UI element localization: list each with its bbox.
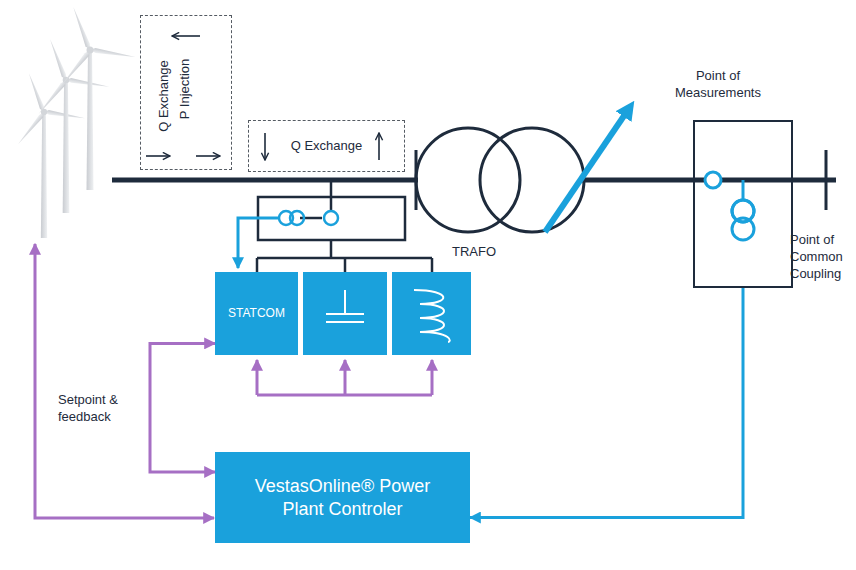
measurement-signal xyxy=(238,218,280,268)
control-signals xyxy=(256,360,259,395)
node-text: Q Exchange xyxy=(156,60,172,132)
signal-connector xyxy=(470,288,743,518)
compensation-units xyxy=(303,272,471,355)
capacitor-symbol xyxy=(326,321,364,323)
node-text: STATCOM xyxy=(228,306,285,321)
transformer-label: TRAFO xyxy=(452,244,522,261)
transformer-symbol xyxy=(416,128,520,232)
compensation-units xyxy=(303,272,387,355)
flow-arrows xyxy=(196,155,220,157)
current-transformer-box xyxy=(258,197,405,240)
coupling-label: Point of Common Coupling xyxy=(790,232,852,283)
capacitor-symbol xyxy=(326,313,364,315)
control-signals xyxy=(344,360,347,395)
flow-arrows xyxy=(264,133,266,160)
measurement-symbols xyxy=(705,172,721,188)
node-text: P Injection xyxy=(177,59,193,119)
signal-connector xyxy=(150,343,215,472)
control-signals xyxy=(431,360,434,395)
measurement-symbols xyxy=(742,180,745,200)
current-transformer-box xyxy=(330,197,333,211)
current-transformer-symbol xyxy=(279,211,338,225)
capacitor-symbol xyxy=(344,290,346,314)
power-flow-arrow xyxy=(545,107,630,232)
reactor-symbol xyxy=(414,290,450,342)
wind-turbines xyxy=(36,38,109,213)
exchange-zone: Q Exchange xyxy=(248,120,405,172)
current-transformer-box xyxy=(431,258,434,272)
flow-arrows xyxy=(146,36,379,160)
node-text: Q Exchange xyxy=(291,138,363,154)
measurement-symbols xyxy=(705,172,754,240)
measurement-box: Point of Measurements xyxy=(693,120,793,288)
current-transformer-box xyxy=(344,258,347,272)
wind-turbines xyxy=(16,72,85,238)
measurement-symbols xyxy=(732,200,754,222)
wind-turbines xyxy=(16,6,136,238)
current-transformer-symbol xyxy=(324,211,338,225)
signal-label: Setpoint & feedback xyxy=(58,392,140,426)
node-heading: Point of Measurements xyxy=(668,68,768,102)
flow-arrows xyxy=(378,133,380,160)
flow-arrows xyxy=(146,155,170,157)
main-busbar xyxy=(825,150,828,210)
current-transformer-box xyxy=(330,180,333,197)
current-transformer-symbol xyxy=(290,211,304,225)
flow-arrows xyxy=(172,35,200,37)
main-busbar xyxy=(112,178,418,183)
current-transformer-box xyxy=(257,180,432,272)
statcom-box: STATCOM xyxy=(215,272,298,355)
current-transformer-box xyxy=(330,240,333,258)
exchange-zone: Q Exchange P Injection xyxy=(140,15,232,170)
transformer-symbol xyxy=(480,128,584,232)
main-busbar xyxy=(112,150,836,210)
wind-turbines xyxy=(59,6,136,190)
controller-box: VestasOnline® Power Plant Controler xyxy=(215,452,470,543)
compensation-units xyxy=(392,272,471,355)
capacitor-symbol xyxy=(326,290,364,322)
current-transformer-box xyxy=(256,258,259,272)
node-text: VestasOnline® Power Plant Controler xyxy=(235,475,450,520)
control-signals xyxy=(35,244,214,518)
